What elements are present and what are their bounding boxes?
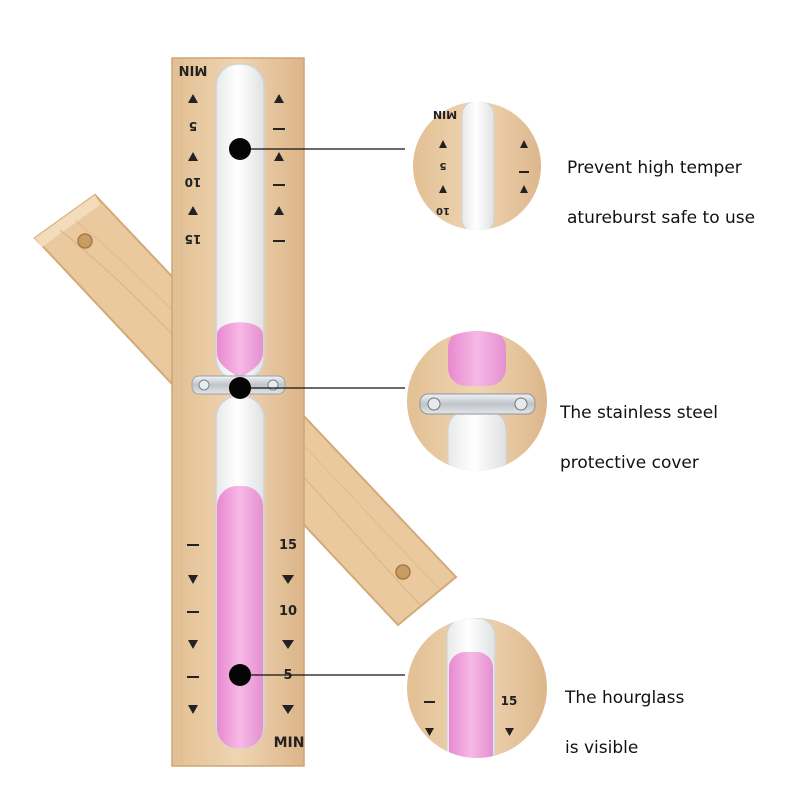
scale-marks [187, 94, 294, 714]
callout-steel-cover-line-2: protective cover [560, 453, 699, 473]
scale-number-bottom-15: 15 [278, 538, 298, 553]
zoom-scale-number: 10 [436, 205, 450, 216]
scale-number-top-10: 10 [184, 175, 202, 189]
zoom-circle-top [413, 102, 541, 230]
scale-number-bottom-10: 10 [278, 604, 298, 619]
zoom-circle-bottom [407, 618, 547, 758]
upper-sand [217, 322, 263, 380]
scale-number-top-5: 5 [188, 119, 198, 133]
scale-label-bottom: MIN [273, 735, 305, 751]
callout-steel-cover: The stainless steel protective cover [560, 376, 718, 501]
callout-temperature-line-1: Prevent high temper [567, 158, 742, 178]
callout-pointers [240, 148, 405, 676]
zoom-circle-middle [407, 331, 547, 471]
zoom-scale-label: MIN [432, 108, 458, 121]
scale-number-top-15: 15 [184, 232, 202, 246]
screw-hole-icon [395, 564, 411, 580]
scale-number-bottom-5: 5 [283, 668, 293, 683]
lower-sand [217, 486, 263, 748]
callout-visible-line-1: The hourglass [565, 688, 685, 708]
callout-steel-cover-line-1: The stainless steel [560, 403, 718, 423]
callout-dot [229, 664, 251, 686]
callout-temperature: Prevent high temper atureburst safe to u… [567, 131, 755, 256]
callout-visible: The hourglass is visible [565, 661, 684, 786]
screw-hole-icon [77, 233, 93, 249]
zoom-scale-number: 5 [439, 160, 447, 171]
callout-dot [229, 138, 251, 160]
callout-visible-line-2: is visible [565, 738, 639, 758]
hourglass-glass [215, 63, 265, 749]
scale-label-top: MIN [178, 62, 208, 77]
callout-dot [229, 377, 251, 399]
zoom-scale-number: 15 [500, 694, 518, 708]
callout-temperature-line-2: atureburst safe to use [567, 208, 756, 228]
